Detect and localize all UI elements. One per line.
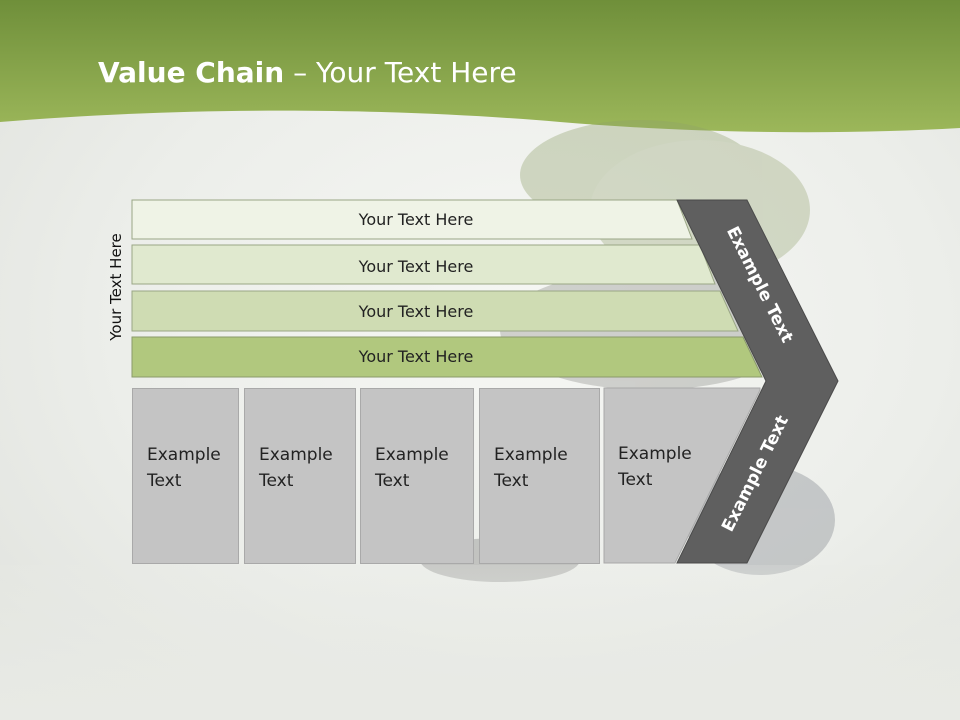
activity-box-1-text: Example Text bbox=[147, 445, 221, 491]
slide-title: Value Chain – Your Text Here bbox=[98, 56, 517, 89]
activity-box-2: Example Text bbox=[244, 388, 356, 564]
activity-box-2-text: Example Text bbox=[259, 445, 333, 491]
bar-3 bbox=[131, 290, 739, 332]
bar-4 bbox=[131, 336, 763, 378]
bar-1-label: Your Text Here bbox=[358, 210, 474, 229]
header-band bbox=[0, 0, 960, 133]
activity-box-1: Example Text bbox=[132, 388, 239, 564]
activity-box-5: Example Text bbox=[604, 388, 694, 564]
bar-3-label: Your Text Here bbox=[358, 302, 474, 321]
chevron-arrow bbox=[676, 199, 839, 564]
activity-box-5-text: Example Text bbox=[618, 444, 692, 490]
title-rest: – Your Text Here bbox=[284, 56, 517, 89]
title-bold: Value Chain bbox=[98, 56, 285, 89]
bar-4-label: Your Text Here bbox=[358, 347, 474, 366]
bar-2 bbox=[131, 244, 716, 285]
activity-box-4-text: Example Text bbox=[494, 445, 568, 491]
activity-box-3: Example Text bbox=[360, 388, 474, 564]
bar-2-label: Your Text Here bbox=[358, 257, 474, 276]
activity-box-3-text: Example Text bbox=[375, 445, 449, 491]
activity-box-4: Example Text bbox=[479, 388, 600, 564]
bar-1 bbox=[131, 199, 693, 240]
